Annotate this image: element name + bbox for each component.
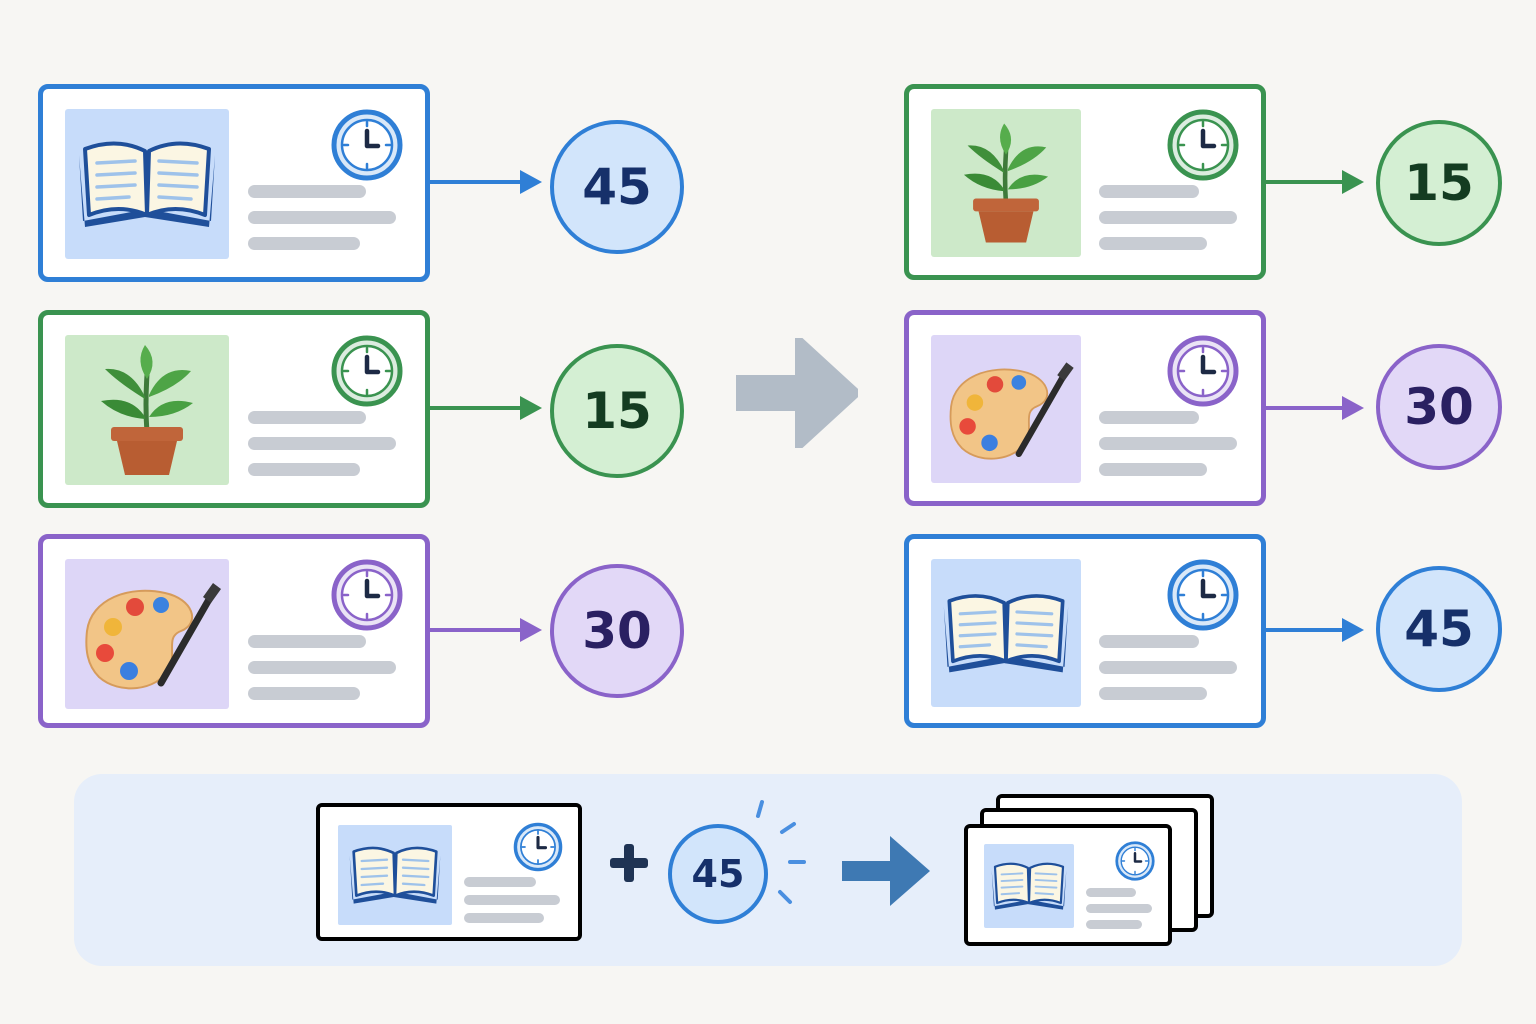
clock-icon <box>1165 107 1241 183</box>
duration-badge: 15 <box>1376 120 1502 246</box>
duration-badge: 15 <box>550 344 684 478</box>
open-book-icon <box>984 844 1074 928</box>
text-placeholder-line <box>464 913 544 923</box>
open-book-icon <box>65 109 229 259</box>
right-arrow-icon <box>842 836 930 906</box>
text-placeholder-line <box>248 687 360 700</box>
before-card-reading[interactable] <box>38 84 430 282</box>
before-card-painting[interactable] <box>38 534 430 728</box>
text-placeholder-line <box>248 635 366 648</box>
text-placeholder-line <box>1099 687 1207 700</box>
after-card-reading[interactable] <box>904 534 1266 728</box>
duration-badge: 30 <box>1376 344 1502 470</box>
clock-icon <box>1165 333 1241 409</box>
text-placeholder-line <box>464 877 536 887</box>
text-placeholder-line <box>1099 437 1237 450</box>
combine-panel <box>74 774 1462 966</box>
paint-palette-icon <box>931 335 1081 483</box>
after-card-plant[interactable] <box>904 84 1266 280</box>
text-placeholder-line <box>248 463 360 476</box>
stacked-cards-icon <box>964 794 1218 946</box>
text-placeholder-line <box>1099 211 1237 224</box>
duration-badge: 45 <box>550 120 684 254</box>
open-book-icon <box>931 559 1081 707</box>
connector-arrow <box>1264 170 1364 194</box>
text-placeholder-line <box>1099 411 1199 424</box>
after-card-painting[interactable] <box>904 310 1266 506</box>
before-card-plant[interactable] <box>38 310 430 508</box>
text-placeholder-line <box>1099 185 1199 198</box>
clock-icon <box>329 333 405 409</box>
text-placeholder-line <box>248 411 366 424</box>
connector-arrow <box>428 170 542 194</box>
connector-arrow <box>428 396 542 420</box>
open-book-icon <box>338 825 452 925</box>
connector-arrow <box>1264 618 1364 642</box>
paint-palette-icon <box>65 559 229 709</box>
clock-icon <box>329 557 405 633</box>
potted-plant-icon <box>65 335 229 485</box>
text-placeholder-line <box>1099 661 1237 674</box>
text-placeholder-line <box>1099 237 1207 250</box>
connector-arrow <box>1264 396 1364 420</box>
text-placeholder-line <box>1086 888 1136 897</box>
text-placeholder-line <box>464 895 560 905</box>
duration-badge: 45 <box>1376 566 1502 692</box>
potted-plant-icon <box>931 109 1081 257</box>
text-placeholder-line <box>1086 904 1152 913</box>
duration-badge: 45 <box>668 824 768 924</box>
text-placeholder-line <box>248 661 396 674</box>
text-placeholder-line <box>248 211 396 224</box>
sparkle-lines-icon <box>756 800 806 904</box>
text-placeholder-line <box>248 185 366 198</box>
clock-icon <box>1114 840 1156 882</box>
duration-badge: 30 <box>550 564 684 698</box>
clock-icon <box>329 107 405 183</box>
connector-arrow <box>428 618 542 642</box>
clock-icon <box>1165 557 1241 633</box>
stacked-card-front <box>964 824 1172 946</box>
text-placeholder-line <box>248 237 360 250</box>
text-placeholder-line <box>1086 920 1142 929</box>
text-placeholder-line <box>1099 463 1207 476</box>
combine-card-reading[interactable] <box>316 803 582 941</box>
text-placeholder-line <box>248 437 396 450</box>
right-arrow-icon <box>736 338 858 448</box>
text-placeholder-line <box>1099 635 1199 648</box>
plus-icon <box>610 844 648 882</box>
clock-icon <box>512 821 564 873</box>
